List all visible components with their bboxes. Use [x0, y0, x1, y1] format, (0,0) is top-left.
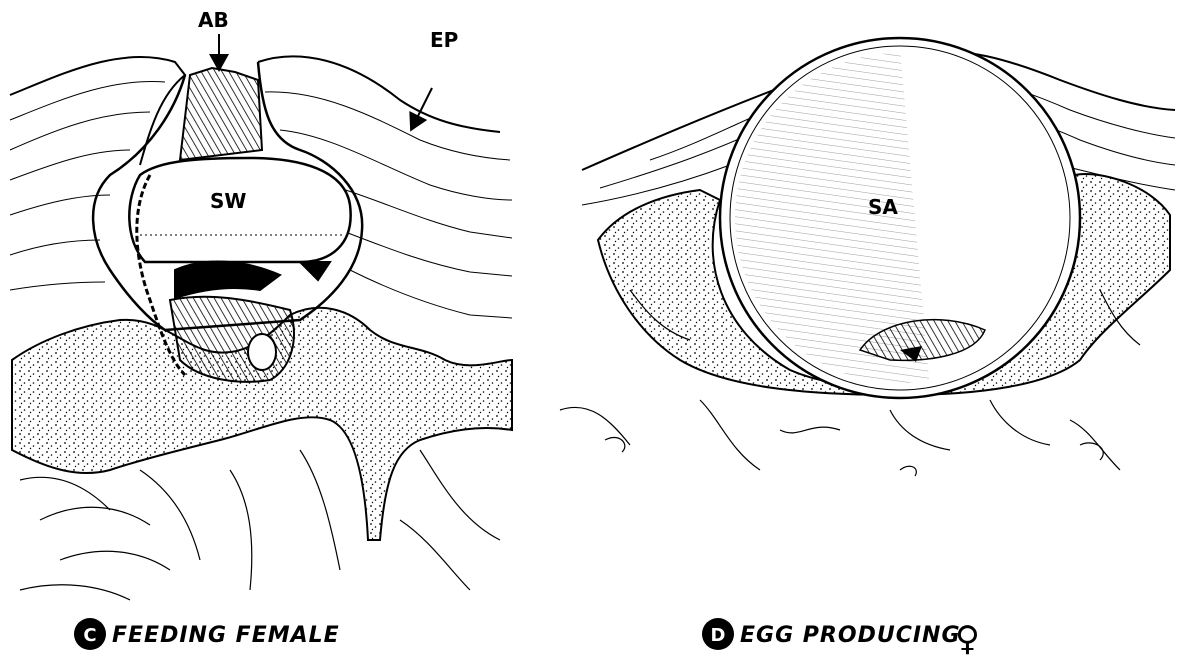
panel-d-egg-producing: SA D EGG PRODUCING ♀: [560, 38, 1175, 658]
badge-c-letter: C: [83, 625, 96, 646]
label-ab: AB: [198, 8, 229, 32]
label-sw: SW: [210, 189, 246, 213]
label-sa: SA: [868, 195, 898, 219]
abdomen-ab: [180, 68, 262, 160]
caption-egg-producing: EGG PRODUCING: [740, 623, 961, 648]
caption-feeding-female: FEEDING FEMALE: [112, 623, 340, 648]
female-symbol-icon: ♀: [955, 619, 980, 658]
label-ep: EP: [430, 28, 458, 52]
badge-d-letter: D: [711, 625, 726, 646]
panel-c-feeding-female: AB EP SW C FEEDING FEMALE: [10, 8, 512, 650]
